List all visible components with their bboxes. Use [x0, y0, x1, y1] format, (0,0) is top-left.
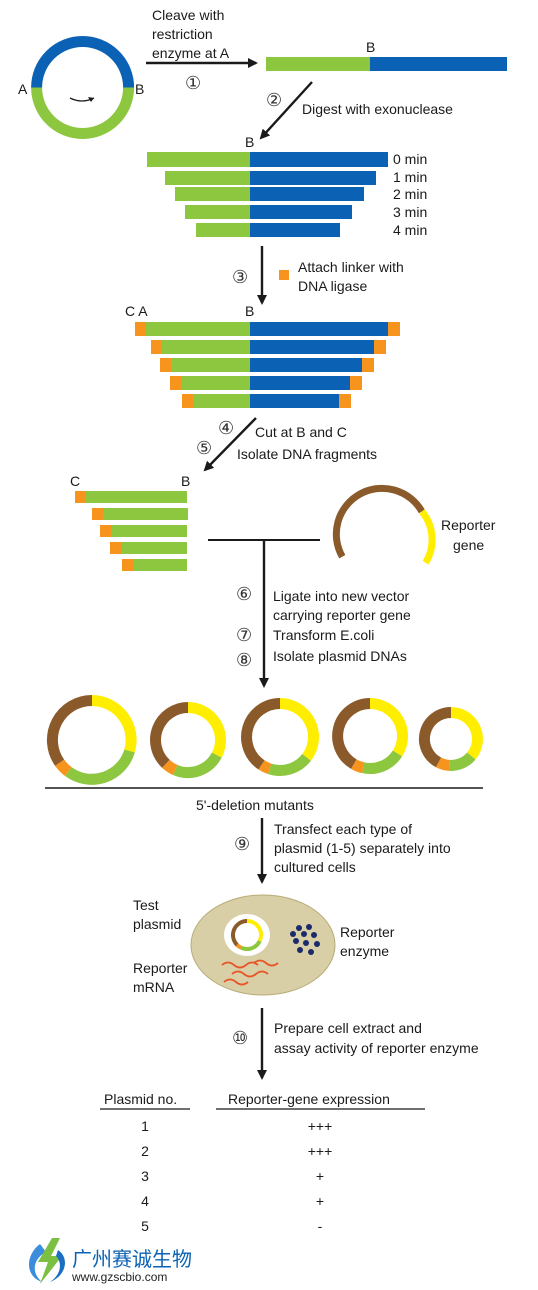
reporter-mrna-squiggles: [221, 959, 279, 986]
step45-arrow: [203, 417, 257, 472]
mutant-plasmid-3: [241, 698, 319, 776]
plasmid-green-arc: [31, 87, 135, 139]
time-label: 1 min: [393, 169, 427, 185]
table-cell-plasmid: 4: [141, 1193, 149, 1209]
results-table: Plasmid no. Reporter-gene expression 1 +…: [100, 1091, 425, 1234]
table-cell-expression: -: [318, 1218, 323, 1234]
step6-text: Ligate into new vector carrying reporter…: [273, 588, 413, 623]
table-cell-plasmid: 5: [141, 1218, 149, 1234]
reporter-gene-label: Reporter gene: [441, 517, 499, 553]
isolated-fragments: [75, 491, 188, 571]
time-label: 3 min: [393, 204, 427, 220]
logo-mark-icon: [38, 1238, 62, 1284]
fragments-label-c: C: [70, 473, 80, 489]
mutant-plasmid-2: [150, 702, 226, 779]
table-cell-expression: +++: [308, 1118, 333, 1134]
linear-label-b: B: [366, 39, 375, 55]
vector-brown-arc: [332, 484, 425, 559]
step2-arrow: [259, 81, 313, 140]
step6-marker: ⑥: [236, 584, 252, 604]
time-label: 4 min: [393, 222, 427, 238]
test-plasmid-label: Test plasmid: [133, 897, 181, 932]
logo-url: www.gzscbio.com: [71, 1270, 167, 1284]
table-header-plasmid: Plasmid no.: [104, 1091, 177, 1107]
step4-text: Cut at B and C: [255, 424, 347, 440]
plasmid-label-b: B: [135, 81, 144, 97]
table-cell-plasmid: 2: [141, 1143, 149, 1159]
step1-marker: ①: [185, 73, 201, 93]
step9-text: Transfect each type of plasmid (1-5) sep…: [274, 821, 455, 875]
step3-text: Attach linker with DNA ligase: [298, 259, 408, 294]
linker-ladder: [135, 322, 400, 408]
time-label: 2 min: [393, 186, 427, 202]
transfected-cell: [190, 894, 336, 996]
step2-text: Digest with exonuclease: [302, 101, 453, 117]
step5-text: Isolate DNA fragments: [237, 446, 377, 462]
reporter-gene-yellow-arc: [419, 509, 436, 565]
step8-text: Isolate plasmid DNAs: [273, 648, 407, 664]
reporter-enzyme-dots: [290, 924, 320, 955]
logo-name: 广州赛诚生物: [72, 1247, 192, 1271]
step8-marker: ⑧: [236, 650, 252, 670]
table-cell-expression: +++: [308, 1143, 333, 1159]
test-plasmid-in-cell: [231, 918, 264, 952]
table-cell-plasmid: 3: [141, 1168, 149, 1184]
step1-text: Cleave with restriction enzyme at A: [152, 7, 230, 61]
step7-text: Transform E.coli: [273, 627, 374, 643]
logo-mark-icon: [50, 1250, 65, 1282]
step7-marker: ⑦: [236, 625, 252, 645]
table-cell-plasmid: 1: [141, 1118, 149, 1134]
table-cell-expression: +: [316, 1168, 324, 1184]
mutant-plasmid-4: [332, 697, 409, 774]
step10-text: Prepare cell extract and assay activity …: [274, 1020, 479, 1056]
digest-ladder: [147, 152, 388, 237]
mutant-plasmid-1: [46, 694, 137, 785]
step9-marker: ⑨: [234, 834, 250, 854]
plasmid-blue-arc: [31, 36, 135, 88]
ladder2-label-b: B: [245, 303, 254, 319]
reporter-enzyme-label: Reporter enzyme: [340, 924, 398, 959]
reporter-vector: [332, 484, 436, 565]
plasmid-label-a: A: [18, 81, 28, 97]
table-header-expression: Reporter-gene expression: [228, 1091, 390, 1107]
mutants-label: 5'-deletion mutants: [196, 797, 314, 813]
company-logo: 广州赛诚生物 www.gzscbio.com: [29, 1238, 192, 1284]
step10-marker: ⑩: [232, 1028, 248, 1048]
ladder2-label-ca: C A: [125, 303, 148, 319]
fragments-label-b: B: [181, 473, 190, 489]
table-cell-expression: +: [316, 1193, 324, 1209]
reporter-mrna-label: Reporter mRNA: [133, 960, 191, 995]
linker-legend-icon: [279, 270, 289, 280]
time-label: 0 min: [393, 151, 427, 167]
logo-mark-icon: [29, 1244, 46, 1282]
step5-marker: ⑤: [196, 438, 212, 458]
step2-marker: ②: [266, 90, 282, 110]
linear-green-segment: [266, 57, 370, 71]
mutant-plasmid-5: [418, 706, 483, 771]
mutant-plasmids: [46, 694, 483, 785]
step3-marker: ③: [232, 267, 248, 287]
original-plasmid: [31, 36, 135, 139]
ladder1-label-b: B: [245, 134, 254, 150]
step4-marker: ④: [218, 418, 234, 438]
linear-blue-segment: [370, 57, 507, 71]
